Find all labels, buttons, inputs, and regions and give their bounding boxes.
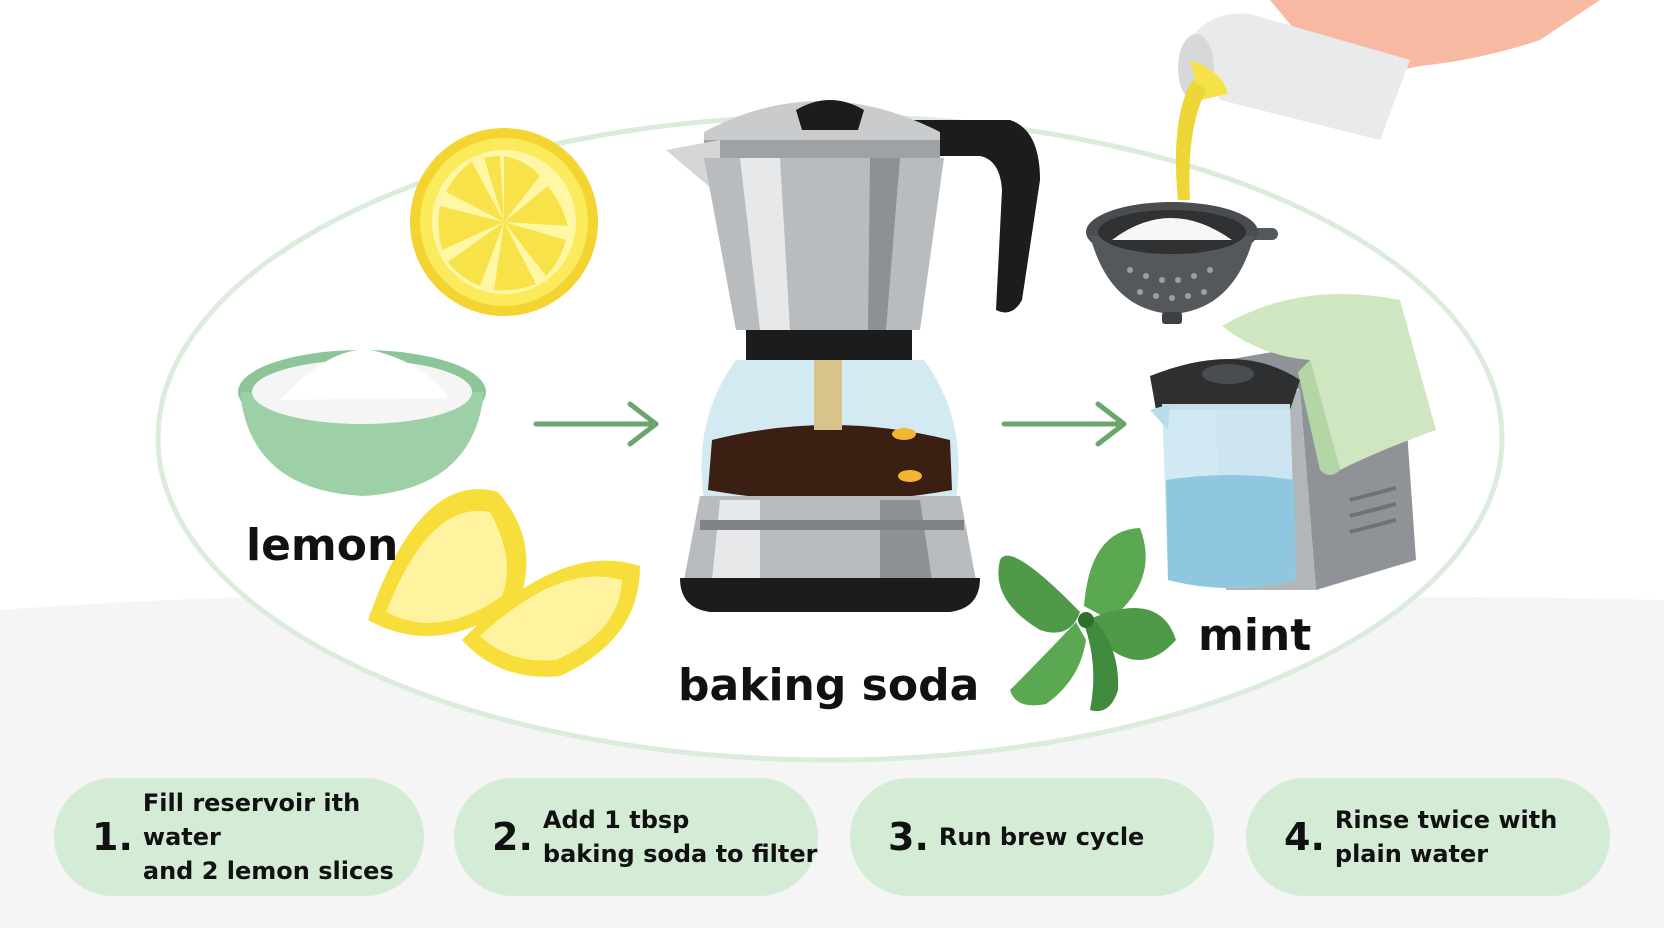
label-baking-soda: baking soda <box>678 660 980 711</box>
step-number: 4. <box>1284 815 1325 859</box>
label-lemon: lemon <box>246 520 399 571</box>
step-card-3: 3. Run brew cycle <box>850 778 1214 896</box>
arrow-right-icon <box>533 401 659 447</box>
strainer-icon <box>1086 202 1278 324</box>
step-card-1: 1. Fill reservoir ith water and 2 lemon … <box>54 778 424 896</box>
step-number: 3. <box>888 815 929 859</box>
label-mint: mint <box>1198 610 1312 661</box>
step-text: Rinse twice with plain water <box>1334 806 1558 868</box>
step-text: Fill reservoir ith water and 2 lemon sli… <box>142 789 394 885</box>
pouring-hand-icon <box>1175 0 1600 200</box>
step-card-2: 2. Add 1 tbsp baking soda to filter <box>454 778 818 896</box>
step-number: 1. <box>92 815 133 859</box>
mint-leaves-icon <box>998 528 1176 712</box>
lemon-wedge-icon <box>368 489 640 677</box>
step-number: 2. <box>492 815 533 859</box>
step-card-4: 4. Rinse twice with plain water <box>1246 778 1610 896</box>
step-text: Run brew cycle <box>938 823 1145 851</box>
arrow-right-icon <box>1001 401 1127 447</box>
lemon-slice-icon <box>410 128 598 316</box>
water-reservoir-icon <box>1150 293 1436 590</box>
baking-soda-bowl-icon <box>238 349 486 496</box>
coffee-maker-icon <box>666 100 1040 612</box>
step-text: Add 1 tbsp baking soda to filter <box>542 806 818 868</box>
